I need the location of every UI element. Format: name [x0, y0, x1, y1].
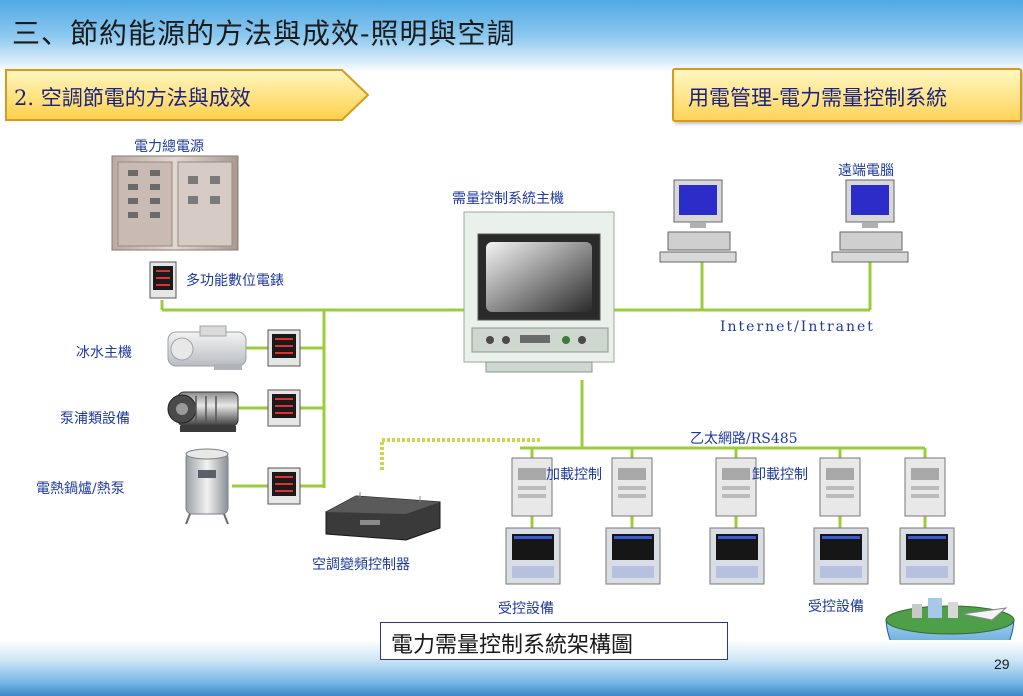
diagram-caption: 電力需量控制系統架構圖	[391, 633, 634, 658]
slide-title: 三、節約能源的方法與成效-照明與空調	[12, 17, 516, 50]
boiler-meter-icon	[267, 467, 301, 505]
system-tag-label: 用電管理-電力需量控制系統	[688, 86, 948, 110]
load-on-label: 加載控制	[546, 467, 602, 483]
controlled-device-1-icon	[505, 527, 561, 585]
bus-lines	[160, 262, 927, 528]
main-power-label: 電力總電源	[134, 139, 204, 155]
internet-label: Internet/Intranet	[720, 319, 875, 335]
boiler-tank-icon	[185, 448, 229, 525]
header-band	[0, 0, 1023, 72]
vfd-label: 空調變頻控制器	[312, 557, 410, 573]
remote-computer-1-icon	[659, 179, 737, 263]
controlled-device-4-icon	[813, 527, 869, 585]
vfd-controller-icon	[325, 492, 441, 541]
controlled-device-3-icon	[709, 527, 765, 585]
load-controller-4-icon	[819, 457, 861, 517]
pump-meter-icon	[267, 389, 301, 427]
section-tag-arrow-shape	[5, 69, 370, 121]
diagram-caption-box: 電力需量控制系統架構圖	[380, 622, 728, 660]
load-controller-2-icon	[611, 457, 653, 517]
chiller-meter-icon	[267, 329, 301, 367]
controlled-device-right-label: 受控設備	[808, 599, 864, 615]
pump-label: 泵浦類設備	[60, 411, 130, 427]
controlled-device-2-icon	[605, 527, 661, 585]
remote-computer-label: 遠端電腦	[838, 163, 894, 179]
section-tag: 2. 空調節電的方法與成效	[4, 68, 370, 122]
page-number: 29	[994, 656, 1010, 672]
load-off-label: 卸載控制	[752, 467, 808, 483]
host-label: 需量控制系統主機	[452, 191, 564, 207]
chiller-label: 冰水主機	[76, 345, 132, 361]
section-tag-label: 2. 空調節電的方法與成效	[14, 86, 251, 110]
ethernet-label: 乙太網路/RS485	[690, 431, 798, 447]
pump-icon	[167, 391, 239, 432]
controlled-device-left-label: 受控設備	[498, 601, 554, 617]
load-controller-1-icon	[511, 457, 553, 517]
meter-label: 多功能數位電錶	[186, 273, 284, 289]
load-controller-5-icon	[904, 457, 946, 517]
dotted-link	[380, 438, 540, 470]
chiller-icon	[167, 325, 247, 370]
digital-meter-icon	[149, 261, 177, 299]
main-power-cabinet	[111, 155, 239, 251]
system-tag: 用電管理-電力需量控制系統	[672, 68, 1022, 122]
boiler-label: 電熱鍋爐/熱泵	[36, 481, 125, 497]
controlled-device-5-icon	[899, 527, 955, 585]
demand-control-host-icon	[463, 211, 615, 373]
remote-computer-2-icon	[831, 179, 909, 263]
load-controller-3-icon	[715, 457, 757, 517]
